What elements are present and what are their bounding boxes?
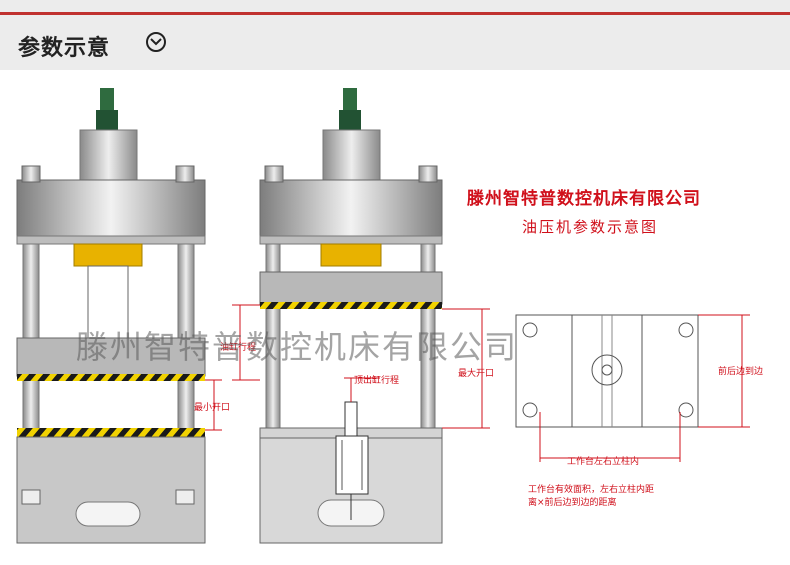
label-front-back: 前后边到边 (718, 367, 764, 377)
label-table-area-2: 离×前后边到边的距离 (528, 498, 617, 508)
dimension-front-back (698, 314, 750, 428)
chevron-down-circle-icon[interactable] (146, 32, 166, 52)
dimension-max-opening (442, 308, 490, 429)
label-min-opening: 最小开口 (194, 403, 231, 413)
middle-press (259, 88, 443, 544)
dimension-stroke (232, 304, 260, 381)
left-press (16, 88, 206, 544)
dimension-ejector (344, 377, 380, 402)
label-between-columns: 工作台左右立柱内 (567, 457, 640, 467)
header-accent-line (0, 12, 790, 15)
section-header-bar (0, 0, 790, 70)
label-stroke: 油缸行程 (220, 343, 257, 353)
section-title: 参数示意 (18, 36, 111, 61)
diagram-subtitle: 油压机参数示意图 (522, 218, 659, 236)
company-name: 滕州智特普数控机床有限公司 (467, 189, 701, 209)
label-table-area-1: 工作台有效面积，左右立柱内距 (528, 485, 655, 495)
label-max-opening: 最大开口 (458, 369, 495, 379)
dimension-between-columns (539, 412, 681, 462)
label-ejector-stroke: 顶出缸行程 (354, 376, 400, 386)
table-plan-view (515, 314, 699, 428)
dimension-min-opening (205, 379, 222, 431)
